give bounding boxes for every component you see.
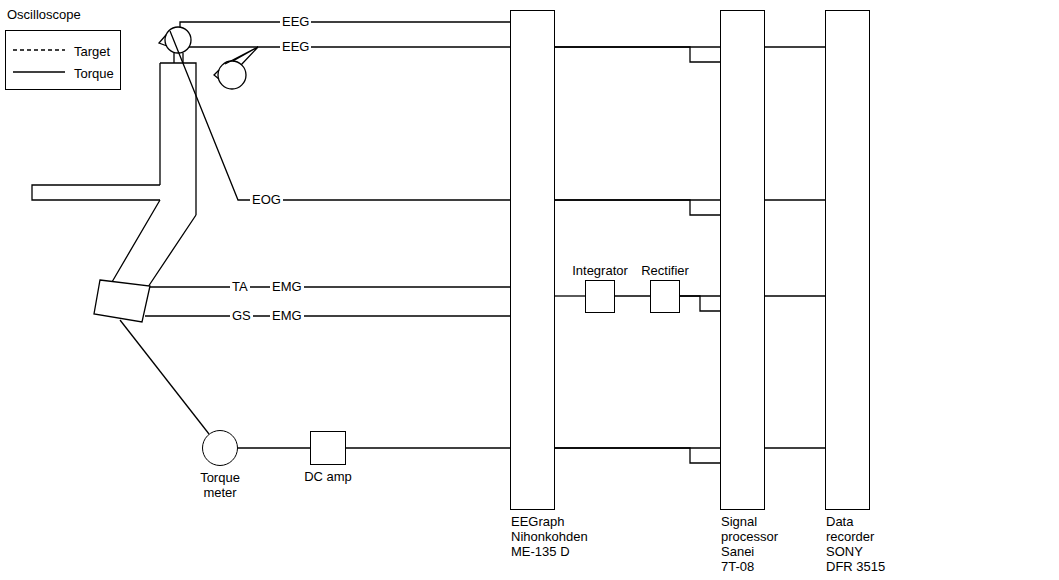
- head: [165, 27, 191, 53]
- eeg-wire: [180, 22, 510, 27]
- foot-pedal: [94, 280, 150, 322]
- pedal-shaft: [120, 320, 209, 434]
- oscilloscope-box: OscilloscopeTargetTorque: [5, 30, 121, 90]
- torque-meter-circle: Torque meter: [202, 430, 238, 466]
- emg-wire: [150, 286, 510, 287]
- eog-wire: [170, 31, 510, 200]
- signal-processor-box: Signal processorSanei 7T-08: [720, 10, 765, 510]
- emg-wire: [145, 315, 510, 316]
- signal-wire: [346, 447, 510, 448]
- node-label: SONY DFR 3515: [826, 544, 892, 574]
- eegraph-box: EEGraphNihonkohden ME-135 D: [510, 10, 555, 510]
- node-label: Torque: [74, 66, 114, 81]
- node-label: Target: [74, 44, 110, 59]
- electrode-leads: [225, 47, 258, 65]
- node-label: Oscilloscope: [7, 7, 81, 22]
- arm: [32, 185, 160, 200]
- signal-wire: [555, 200, 720, 215]
- rectifier-box: Rectifier: [650, 280, 680, 313]
- nose-top-view: [214, 70, 219, 79]
- signal-name: EMG: [270, 279, 304, 294]
- node-label: Signal processor: [721, 514, 793, 544]
- torque-trace: [13, 71, 65, 72]
- node-label: Data recorder: [826, 514, 890, 544]
- amplifier-box: DC amp: [310, 431, 346, 465]
- signal-name: EOG: [250, 192, 283, 207]
- eeg-wire: [189, 46, 510, 47]
- signal-wire: [555, 295, 585, 296]
- signal-wire: [555, 448, 720, 463]
- node-label: DC amp: [304, 469, 352, 484]
- signal-name: EEG: [280, 39, 311, 54]
- data-recorder-box: Data recorderSONY DFR 3515: [825, 10, 870, 510]
- signal-wire: [680, 296, 720, 311]
- torso: [160, 63, 196, 215]
- signal-name: EEG: [280, 14, 311, 29]
- node-label: Torque meter: [192, 470, 248, 500]
- integrator-box: Integrator: [585, 280, 615, 313]
- signal-name: EMG: [270, 308, 304, 323]
- signal-name: GS: [230, 308, 253, 323]
- node-label: EEGraph: [511, 514, 564, 529]
- leg: [112, 200, 196, 287]
- nose: [159, 35, 167, 46]
- signal-name: TA: [230, 279, 250, 294]
- node-label: Nihonkohden ME-135 D: [511, 529, 601, 559]
- signal-wire: [238, 447, 310, 448]
- signal-wire: [555, 47, 720, 62]
- neck: [174, 53, 183, 63]
- head-top-view: [218, 61, 246, 89]
- target-trace: [13, 49, 65, 50]
- node-label: Rectifier: [641, 263, 689, 278]
- signal-wire: [615, 295, 650, 296]
- node-label: Integrator: [572, 263, 628, 278]
- node-label: Sanei 7T-08: [721, 544, 769, 574]
